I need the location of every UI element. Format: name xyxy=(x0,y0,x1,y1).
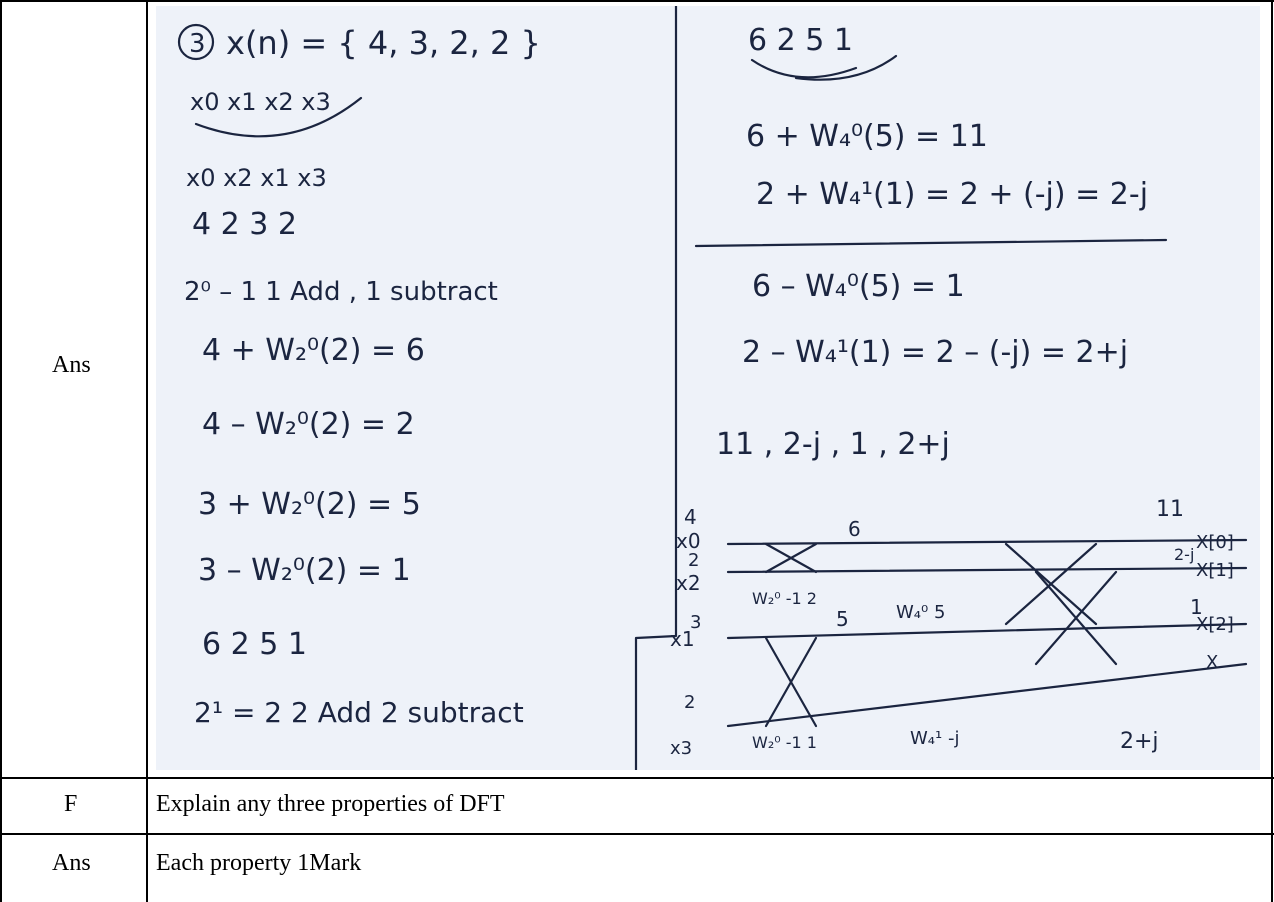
signal-line xyxy=(726,566,1248,574)
answer-text: Each property 1Mark xyxy=(156,850,362,876)
stage1-label: W₂⁰ -1 1 xyxy=(752,733,817,752)
right-arc-b xyxy=(794,54,898,81)
stage1-equation: 3 – W₂⁰(2) = 1 xyxy=(198,553,411,588)
input-label: x1 xyxy=(670,627,695,651)
table-column-divider xyxy=(146,0,148,902)
right-equation: 2 + W₄¹(1) = 2 + (-j) = 2-j xyxy=(756,177,1148,212)
signal-line xyxy=(726,622,1248,640)
stage1-equation: 4 – W₂⁰(2) = 2 xyxy=(202,407,415,442)
output-value: 2+j xyxy=(1120,729,1159,754)
reordered-value-row: 4 2 3 2 xyxy=(192,207,297,242)
output-label: X[1] xyxy=(1196,560,1234,581)
stage1-result: 6 2 5 1 xyxy=(202,627,307,662)
output-label: X xyxy=(1206,652,1218,673)
stage1-equation: 3 + W₂⁰(2) = 5 xyxy=(198,487,421,522)
signal-line xyxy=(726,662,1248,728)
question-text: Explain any three properties of DFT xyxy=(156,791,505,817)
signal-line xyxy=(726,538,1248,546)
output-value: 1 xyxy=(1190,595,1203,619)
stage1-label: W₂⁰ -1 2 xyxy=(752,589,817,608)
stage1-butterfly xyxy=(764,542,818,574)
row-label: Ans xyxy=(52,352,91,378)
table-row-divider xyxy=(0,833,1274,835)
row-label: F xyxy=(64,791,78,817)
table-row-divider xyxy=(0,777,1274,779)
right-separator xyxy=(694,238,1168,248)
handwritten-solution-scan: 3 x(n) = { 4, 3, 2, 2 } x0 x1 x2 x3 x0 x… xyxy=(156,6,1260,770)
output-label: X[0] xyxy=(1196,532,1234,553)
table-border-left xyxy=(0,0,2,902)
stage1-equation: 4 + W₂⁰(2) = 6 xyxy=(202,333,425,368)
right-equation: 2 – W₄¹(1) = 2 – (-j) = 2+j xyxy=(742,335,1128,370)
index-row: x0 x1 x2 x3 xyxy=(190,88,331,116)
stage1-butterfly xyxy=(764,636,818,728)
swap-arc xyxy=(194,96,363,138)
output-label: X[2] xyxy=(1196,614,1234,635)
right-values: 6 2 5 1 xyxy=(748,23,853,58)
sequence-definition: x(n) = { 4, 3, 2, 2 } xyxy=(226,24,541,62)
right-equation: 6 – W₄⁰(5) = 1 xyxy=(752,269,965,304)
scan-column-line xyxy=(634,6,678,770)
row-label: Ans xyxy=(52,850,91,876)
output-value: 11 xyxy=(1156,497,1184,522)
stage2-label: W₄¹ -j xyxy=(910,728,959,749)
stage1-label: 6 xyxy=(848,517,861,541)
input-value: 2 xyxy=(688,550,699,571)
input-label: x2 xyxy=(676,571,701,595)
problem-number: 3 xyxy=(189,29,206,59)
butterfly-diagram: x0 4 x2 2 x1 3 x3 2 6 W₂⁰ -1 2 5 W₂⁰ xyxy=(670,497,1248,759)
stage2-note: 2¹ = 2 2 Add 2 subtract xyxy=(194,696,524,729)
stage1-note: 2⁰ – 1 1 Add , 1 subtract xyxy=(184,277,498,307)
input-label: x3 xyxy=(670,738,692,759)
stage2-butterfly xyxy=(1034,570,1118,666)
stage2-label: W₄⁰ 5 xyxy=(896,602,945,623)
input-value: 3 xyxy=(690,612,701,633)
output-value: 2-j xyxy=(1174,545,1194,564)
input-value: 4 xyxy=(684,505,697,529)
handwritten-solution: 3 x(n) = { 4, 3, 2, 2 } x0 x1 x2 x3 x0 x… xyxy=(177,6,1248,770)
input-label: x0 xyxy=(676,529,701,553)
input-value: 2 xyxy=(684,692,695,713)
table-border-top xyxy=(0,0,1274,2)
right-arc-a xyxy=(750,58,858,79)
right-equation: 6 + W₄⁰(5) = 11 xyxy=(746,119,988,154)
table-border-right xyxy=(1271,0,1273,902)
stage1-label: 5 xyxy=(836,607,849,631)
reordered-index-row: x0 x2 x1 x3 xyxy=(186,164,327,192)
problem-number-circle xyxy=(177,23,215,61)
right-result: 11 , 2-j , 1 , 2+j xyxy=(716,427,950,462)
